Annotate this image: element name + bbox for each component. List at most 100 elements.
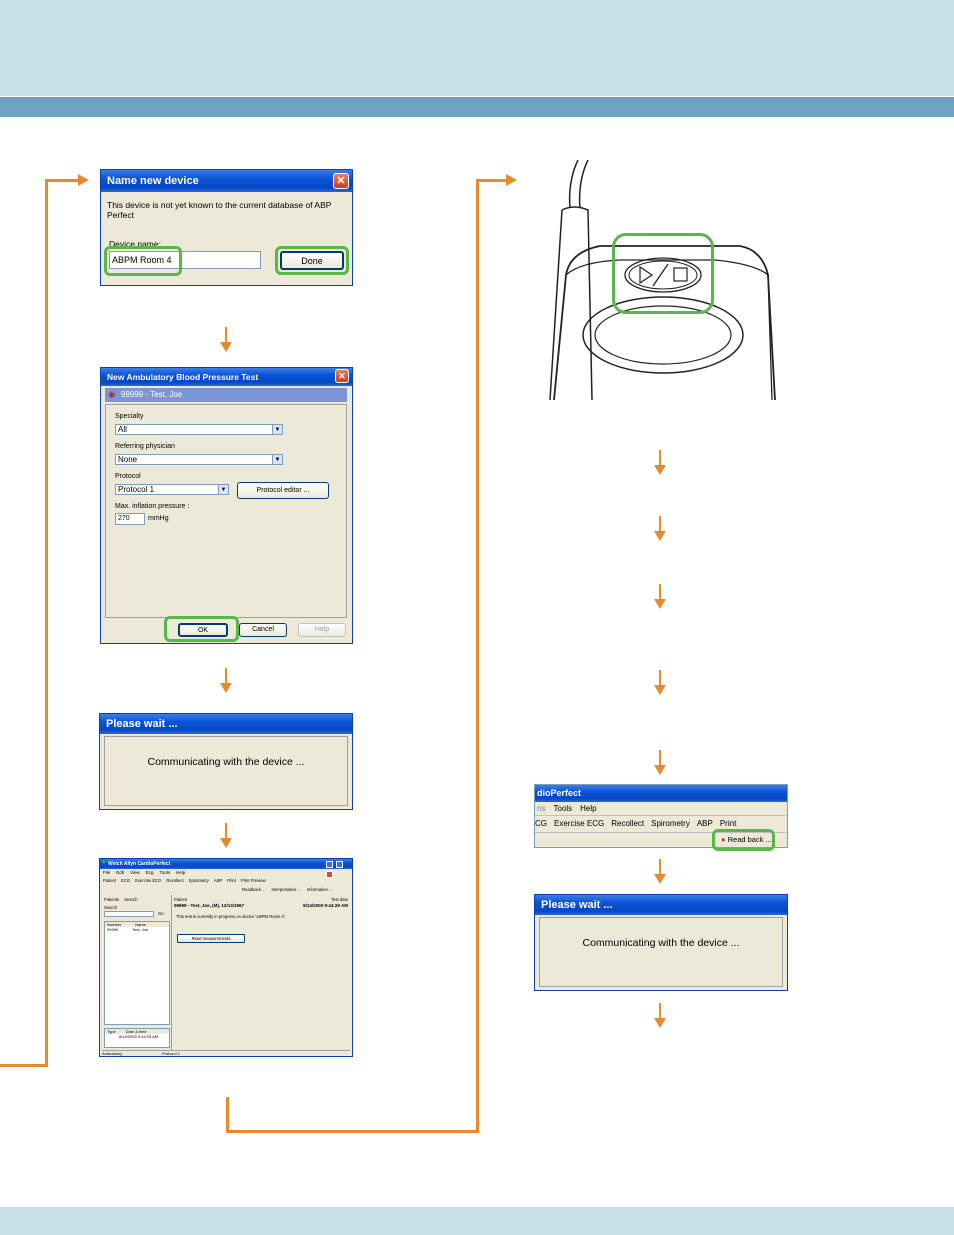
menu-tools[interactable]: Tools <box>159 870 170 875</box>
please-wait-dialog: Please wait ... Communicating with the d… <box>99 713 353 810</box>
done-button[interactable]: Done <box>280 251 344 270</box>
flow-arrow-right-1 <box>78 174 89 186</box>
menu-help[interactable]: Help <box>176 870 186 875</box>
flow-arrow-down <box>654 516 666 542</box>
col-name: Name <box>135 922 146 927</box>
toolbar-exercise-ecg[interactable]: Exercise ECG <box>554 819 605 828</box>
test-list[interactable]: Type Date & time 8/14/2000 9:44:29 AM <box>104 1028 170 1048</box>
protocol-label: Protocol <box>115 473 141 480</box>
dialog-title: Name new device <box>101 170 352 192</box>
close-icon[interactable] <box>326 871 333 878</box>
device-name-input[interactable]: ABPM Room 4 <box>109 251 261 269</box>
toolbar-exercise-ecg[interactable]: Exercise ECG <box>135 878 162 883</box>
toolbar-ecg[interactable]: CG <box>535 819 547 828</box>
toolbar-recollect[interactable]: Recollect <box>166 878 184 883</box>
toolbar-patient[interactable]: Patient <box>103 878 117 883</box>
app-icon: ♥ <box>102 860 106 866</box>
flow-arrow-down <box>654 670 666 696</box>
progress-message: This test is currently in progress on de… <box>176 914 286 919</box>
flow-arrow-down <box>220 668 232 694</box>
status-left: Ambulatory <box>102 1051 123 1056</box>
search-label: Search <box>104 905 118 910</box>
col-date: Date & time <box>125 1029 147 1034</box>
flow-arrow-down <box>654 584 666 610</box>
list-header: Type Date & time <box>105 1029 169 1034</box>
menu-partial[interactable]: ns <box>537 804 546 813</box>
device-drawing <box>549 160 776 400</box>
wait-panel <box>539 917 783 987</box>
toolbar-spirometry[interactable]: Spirometry <box>188 878 209 883</box>
ok-button[interactable]: OK <box>178 623 228 637</box>
chevron-down-icon: ▼ <box>272 425 282 434</box>
wait-message: Communicating with the device ... <box>147 756 305 768</box>
toolbar-interpretation[interactable]: Interpretation ... <box>271 887 301 892</box>
left-pane: Patients Search Search Go Number Name 99… <box>102 895 172 1050</box>
toolbar: CG Exercise ECG Recollect Spirometry ABP… <box>535 819 736 828</box>
please-wait-dialog-2: Please wait ... Communicating with the d… <box>534 894 788 991</box>
header-stripe <box>0 96 954 117</box>
patient-list[interactable]: Number Name 99999 Test, Joe <box>104 921 170 1025</box>
dialog-title: Please wait ... <box>535 895 787 915</box>
table-row[interactable]: 99999 Test, Joe <box>105 927 169 932</box>
close-icon[interactable]: ✕ <box>335 369 349 383</box>
row-number: 99999 <box>107 927 119 932</box>
highlight-done <box>275 246 349 275</box>
patient-value: 99999 - Test, Joe, (M), 12/13/1967 <box>174 903 244 908</box>
toolbar-abp[interactable]: ABP <box>213 878 223 883</box>
device-name-label: Device name: <box>109 239 161 249</box>
highlight-device-name <box>104 246 182 276</box>
flow-line-mid-vertical <box>476 179 479 1133</box>
list-item[interactable]: 8/14/2000 9:44:29 AM <box>119 1034 159 1039</box>
tab-search[interactable]: Search <box>124 897 138 902</box>
toolbar-abp[interactable]: ABP <box>696 819 713 828</box>
go-button[interactable]: Go <box>158 911 164 916</box>
header-band <box>0 0 954 96</box>
flow-arrow-right-2 <box>506 174 517 186</box>
menu-file[interactable]: File <box>103 870 111 875</box>
read-back-button[interactable]: ● Read back ... <box>721 835 772 844</box>
toolbar-crop: dioPerfect ns Tools Help CG Exercise ECG… <box>534 784 788 848</box>
protocol-select[interactable]: Protocol 1▼ <box>115 484 229 495</box>
menu-ecg[interactable]: Ecg <box>145 870 154 875</box>
col-type: Type <box>107 1029 116 1034</box>
help-button[interactable]: Help <box>298 623 346 637</box>
flow-line-mid-horizontal <box>226 1130 479 1133</box>
wait-panel <box>104 736 348 806</box>
toolbar-information[interactable]: Information ... <box>306 887 333 892</box>
divider <box>535 815 787 816</box>
toolbar-recollect[interactable]: Recollect <box>611 819 645 828</box>
cancel-button[interactable]: Cancel <box>239 623 287 637</box>
toolbar-print[interactable]: Print <box>227 878 236 883</box>
read-back-label: Read back ... <box>727 835 772 844</box>
list-header: Number Name <box>105 922 169 927</box>
row-name: Test, Joe <box>132 927 149 932</box>
close-icon[interactable]: ✕ <box>333 173 349 189</box>
flow-line-left-top <box>45 179 79 182</box>
flow-line-mid-down <box>226 1097 229 1133</box>
menu-help[interactable]: Help <box>580 804 597 813</box>
maximize-icon[interactable] <box>335 861 343 868</box>
menu-edit[interactable]: Edit <box>116 870 125 875</box>
heart-icon: ✱ <box>108 390 116 400</box>
protocol-editor-button[interactable]: Protocol editor ... <box>237 482 329 499</box>
flow-arrow-down <box>654 750 666 776</box>
toolbar-print-preview[interactable]: Print Preview <box>240 878 266 883</box>
pane-tabs: Patients Search <box>104 897 137 902</box>
physician-select[interactable]: None▼ <box>115 454 283 465</box>
specialty-select[interactable]: All▼ <box>115 424 283 435</box>
footer-band <box>0 1207 954 1235</box>
toolbar: Patient ECG Exercise ECG Recollect Spiro… <box>103 878 349 883</box>
pressure-unit: mmHg <box>148 515 169 522</box>
toolbar-ecg[interactable]: ECG <box>121 878 131 883</box>
search-input[interactable] <box>104 911 154 917</box>
toolbar-readback[interactable]: Readback ... <box>242 887 266 892</box>
minimize-icon[interactable] <box>326 861 333 868</box>
flow-arrow-down <box>220 327 232 353</box>
read-measurements-button[interactable]: Read measurements <box>177 934 245 943</box>
pressure-input[interactable]: 270 <box>115 513 145 525</box>
tab-patients[interactable]: Patients <box>104 897 120 902</box>
toolbar-spirometry[interactable]: Spirometry <box>651 819 690 828</box>
menu-tools[interactable]: Tools <box>553 804 573 813</box>
menu-view[interactable]: View <box>130 870 140 875</box>
toolbar-print[interactable]: Print <box>719 819 737 828</box>
